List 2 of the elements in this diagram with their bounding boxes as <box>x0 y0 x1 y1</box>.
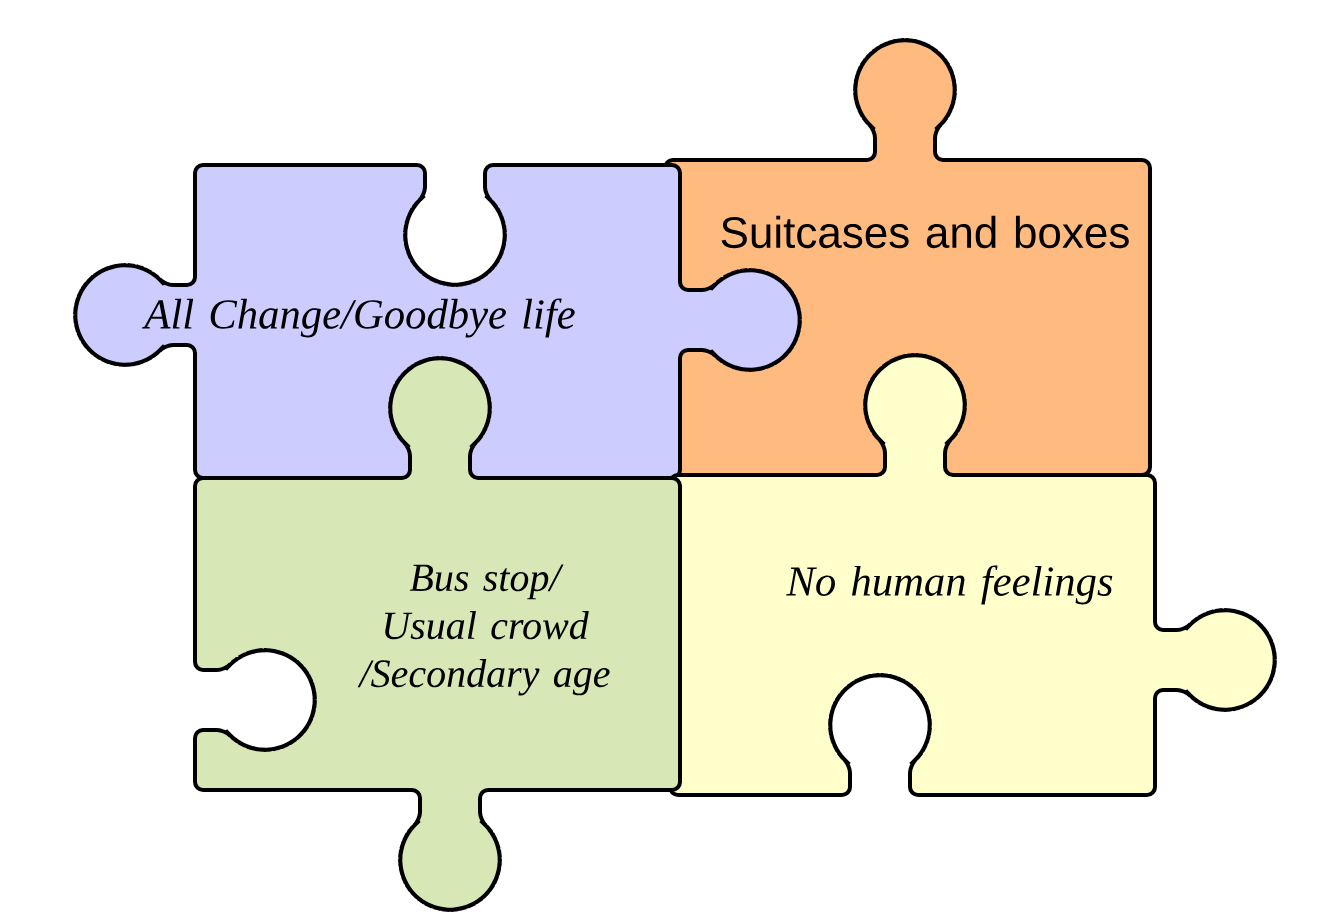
puzzle-piece: No human feelings <box>668 353 1277 797</box>
puzzle-piece: Bus stop/ Usual crowd /Secondary age <box>193 356 682 912</box>
